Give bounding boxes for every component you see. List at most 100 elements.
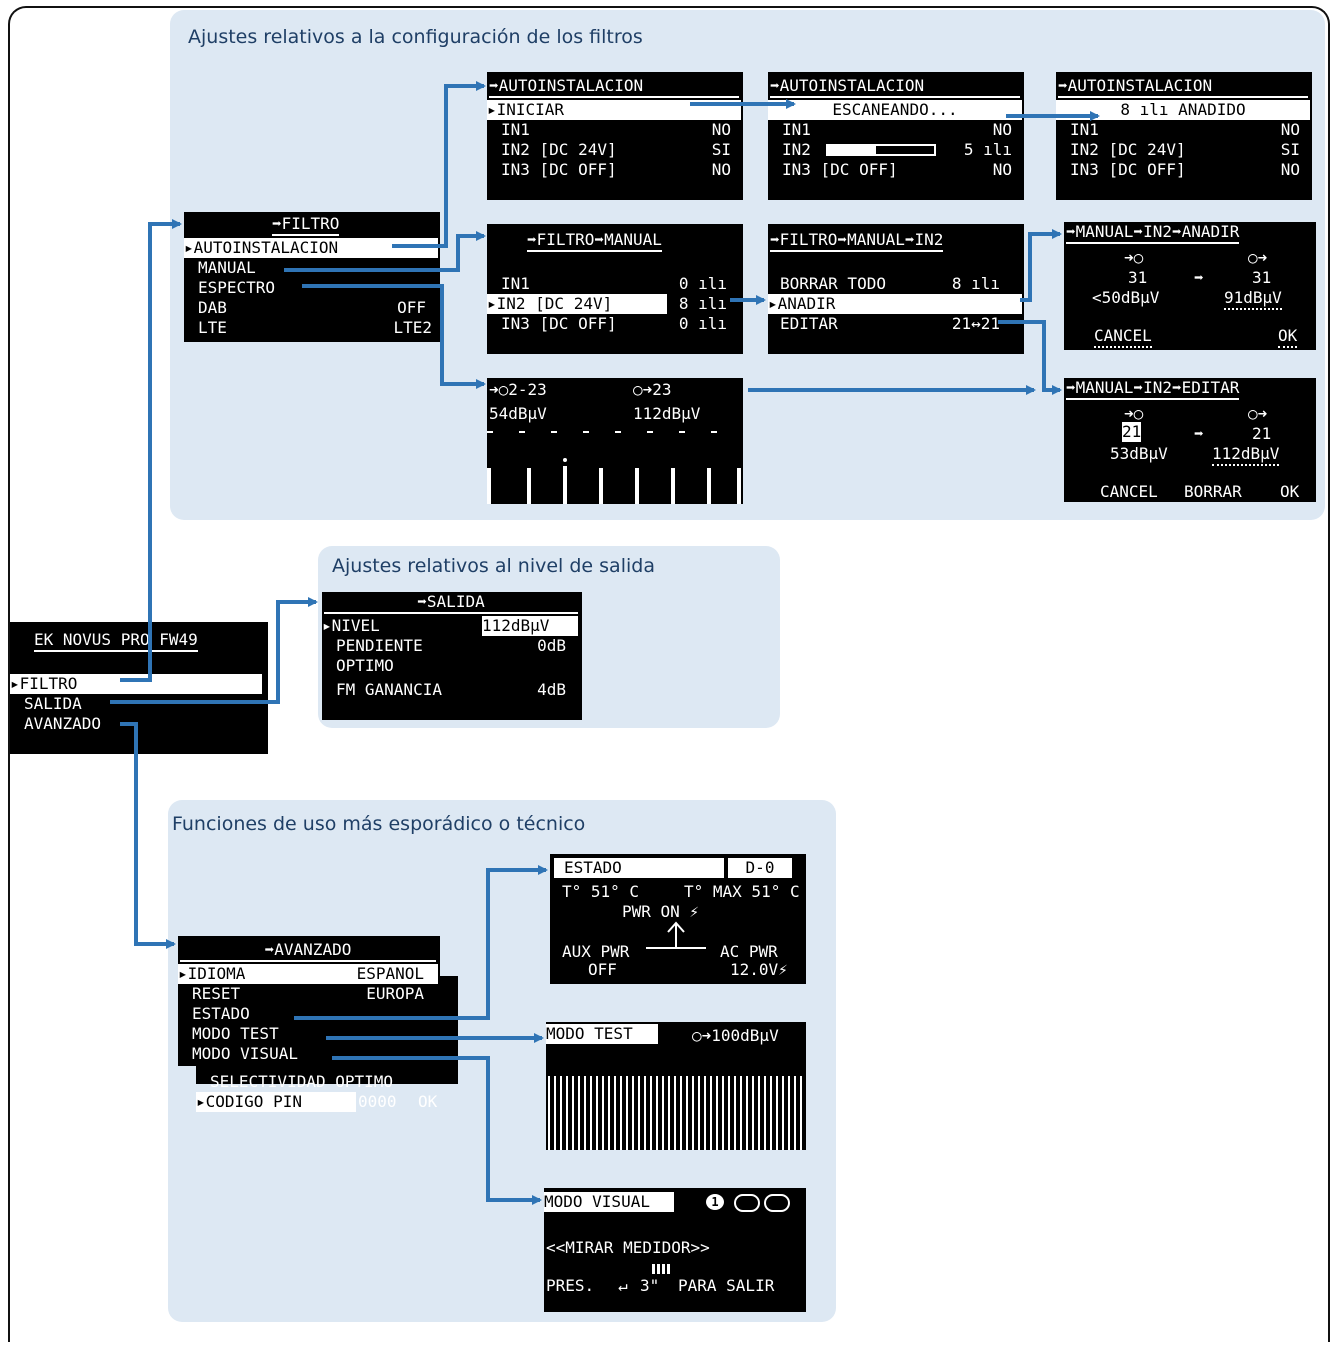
auto1-in1: IN1 bbox=[501, 120, 530, 139]
filtro-item-dab[interactable]: DAB bbox=[198, 298, 227, 317]
avanzado-reset[interactable]: RESET bbox=[192, 984, 241, 1003]
auto1-iniciar[interactable]: ▸INICIAR bbox=[487, 100, 741, 120]
editar-level-to[interactable]: 112dBμV bbox=[1212, 444, 1280, 466]
avanzado-selectividad[interactable]: SELECTIVIDAD OPTIMO bbox=[210, 1072, 394, 1091]
modo-test-title: MODO TEST bbox=[546, 1024, 658, 1044]
anadir-level-from: <50dBμV bbox=[1092, 288, 1160, 307]
manual-in2[interactable]: ▸IN2 [DC 24V] bbox=[487, 294, 667, 314]
auto3-in3: IN3 [DC OFF] bbox=[1070, 160, 1186, 179]
in2-borrar-todo[interactable]: BORRAR TODO bbox=[780, 274, 886, 293]
manual-in1: IN1 bbox=[501, 274, 530, 293]
salida-fm-ganancia[interactable]: FM GANANCIA bbox=[336, 680, 442, 699]
test-bar bbox=[560, 1076, 562, 1150]
menu-item-filtro[interactable]: ▸FILTRO bbox=[10, 674, 262, 694]
main-title: EK NOVUS PRO FW49 bbox=[34, 630, 198, 652]
test-bar bbox=[734, 1076, 736, 1150]
lcd-in2: ➡FILTRO➡MANUAL➡IN2 BORRAR TODO 8 ılı ▸AN… bbox=[768, 224, 1024, 354]
test-bar bbox=[680, 1076, 682, 1150]
avanzado-codigo-ok[interactable]: OK bbox=[418, 1092, 438, 1111]
auto3-in1-value: NO bbox=[1280, 120, 1300, 139]
auto2-in1: IN1 bbox=[782, 120, 811, 139]
test-bar bbox=[602, 1076, 604, 1150]
espectro-graph bbox=[487, 431, 743, 504]
anadir-input-icon: ➜○ bbox=[1124, 248, 1144, 267]
filtro-item-espectro[interactable]: ESPECTRO bbox=[198, 278, 276, 297]
test-bar bbox=[590, 1076, 592, 1150]
estado-code: D-0 bbox=[728, 858, 792, 878]
menu-item-salida[interactable]: SALIDA bbox=[24, 694, 82, 713]
editar-ok-button[interactable]: OK bbox=[1280, 482, 1299, 502]
salida-fm-value: 4dB bbox=[537, 680, 566, 699]
filtro-item-lte[interactable]: LTE bbox=[198, 318, 227, 337]
estado-aux-pwr: AUX PWR bbox=[562, 942, 630, 961]
avanzado-codigo-value[interactable]: 0000 bbox=[358, 1092, 397, 1111]
menu-item-avanzado[interactable]: AVANZADO bbox=[24, 714, 102, 733]
avanzado-idioma[interactable]: ▸IDIOMA bbox=[178, 964, 438, 984]
salida-nivel[interactable]: ▸NIVEL bbox=[322, 616, 380, 635]
auto1-in1-value: NO bbox=[711, 120, 731, 139]
test-bar bbox=[566, 1076, 568, 1150]
modo-visual-page-3-icon bbox=[764, 1194, 790, 1212]
salida-optimo[interactable]: OPTIMO bbox=[336, 656, 394, 675]
anadir-to-channel[interactable]: 31 bbox=[1252, 268, 1272, 287]
avanzado-codigo-pin[interactable]: ▸CODIGO PIN bbox=[196, 1092, 356, 1112]
auto3-in2: IN2 [DC 24V] bbox=[1070, 140, 1186, 159]
test-bar bbox=[752, 1076, 754, 1150]
anadir-output-icon: ○➜ bbox=[1248, 248, 1268, 267]
arrow-estado bbox=[294, 865, 548, 1020]
anadir-level-to[interactable]: 91dBμV bbox=[1224, 288, 1282, 310]
filtro-item-manual[interactable]: MANUAL bbox=[198, 258, 256, 277]
anadir-ok-button[interactable]: OK bbox=[1278, 326, 1298, 348]
test-bar bbox=[650, 1076, 652, 1150]
estado-ac-value: 12.0V⚡ bbox=[730, 960, 788, 979]
arrow-espectro bbox=[302, 284, 486, 389]
lcd-filtro: ➡FILTRO ▸AUTOINSTALACION MANUAL ESPECTRO… bbox=[184, 212, 440, 342]
editar-input-icon: ➜○ bbox=[1124, 404, 1144, 423]
in2-anadir[interactable]: ▸ANADIR bbox=[768, 294, 1022, 314]
modo-visual-title: MODO VISUAL bbox=[544, 1192, 674, 1212]
lcd-salida: ➡SALIDA ▸NIVEL 112dBμV PENDIENTE 0dB OPT… bbox=[322, 592, 582, 720]
manual-title: ➡FILTRO➡MANUAL bbox=[527, 230, 662, 252]
manual-in3: IN3 [DC OFF] bbox=[501, 314, 617, 333]
test-bar bbox=[698, 1076, 700, 1150]
avanzado-estado[interactable]: ESTADO bbox=[192, 1004, 250, 1023]
in2-editar[interactable]: EDITAR bbox=[780, 314, 838, 333]
anadir-from-channel[interactable]: 31 bbox=[1128, 268, 1148, 287]
editar-from-channel[interactable]: 21 bbox=[1122, 422, 1142, 442]
test-bar bbox=[632, 1076, 634, 1150]
editar-level-from: 53dBμV bbox=[1110, 444, 1168, 463]
lcd-autoinstalacion-3: ➡AUTOINSTALACION 8 ılı ANADIDO IN1 NO IN… bbox=[1056, 72, 1312, 200]
arrow-manual bbox=[284, 231, 486, 272]
modo-visual-salir: PARA SALIR bbox=[678, 1276, 775, 1295]
lcd-estado: ESTADO D-0 T° 51° C T° MAX 51° C PWR ON … bbox=[550, 854, 806, 984]
auto1-in3-value: NO bbox=[711, 160, 731, 179]
test-bar bbox=[686, 1076, 688, 1150]
lcd-autoinstalacion-2: ➡AUTOINSTALACION ESCANEANDO... IN1 NO IN… bbox=[768, 72, 1024, 200]
arrow-avanzado bbox=[120, 722, 176, 949]
avanzado-modo-test[interactable]: MODO TEST bbox=[192, 1024, 279, 1043]
auto3-in1: IN1 bbox=[1070, 120, 1099, 139]
test-bar bbox=[596, 1076, 598, 1150]
estado-title: ESTADO bbox=[554, 858, 724, 878]
editar-borrar-button[interactable]: BORRAR bbox=[1184, 482, 1242, 502]
editar-to-channel[interactable]: 21 bbox=[1252, 424, 1272, 443]
filtro-lte-value: LTE2 bbox=[393, 318, 432, 337]
modo-test-level: ○➜100dBμV bbox=[692, 1026, 779, 1045]
filtro-title: ➡FILTRO bbox=[272, 214, 340, 236]
auto1-in2: IN2 [DC 24V] bbox=[501, 140, 617, 159]
auto1-title: ➡AUTOINSTALACION bbox=[489, 76, 739, 98]
auto3-in3-value: NO bbox=[1280, 160, 1300, 179]
avanzado-modo-visual[interactable]: MODO VISUAL bbox=[192, 1044, 298, 1063]
anadir-cancel-button[interactable]: CANCEL bbox=[1094, 326, 1152, 348]
filtro-item-autoinstalacion[interactable]: ▸AUTOINSTALACION bbox=[184, 238, 438, 258]
editar-cancel-button[interactable]: CANCEL bbox=[1100, 482, 1158, 502]
output-panel-title: Ajustes relativos al nivel de salida bbox=[332, 555, 655, 577]
salida-pendiente[interactable]: PENDIENTE bbox=[336, 636, 423, 655]
test-bar bbox=[656, 1076, 658, 1150]
lcd-anadir: ➡MANUAL➡IN2➡ANADIR ➜○ ○➜ 31 ➡ 31 <50dBμV… bbox=[1064, 222, 1316, 350]
auto2-in1-value: NO bbox=[992, 120, 1012, 139]
test-bar bbox=[644, 1076, 646, 1150]
salida-nivel-value[interactable]: 112dBμV bbox=[482, 616, 578, 636]
in2-title: ➡FILTRO➡MANUAL➡IN2 bbox=[770, 230, 944, 252]
lcd-editar: ➡MANUAL➡IN2➡EDITAR ➜○ ○➜ 21 ➡ 21 53dBμV … bbox=[1064, 378, 1316, 502]
